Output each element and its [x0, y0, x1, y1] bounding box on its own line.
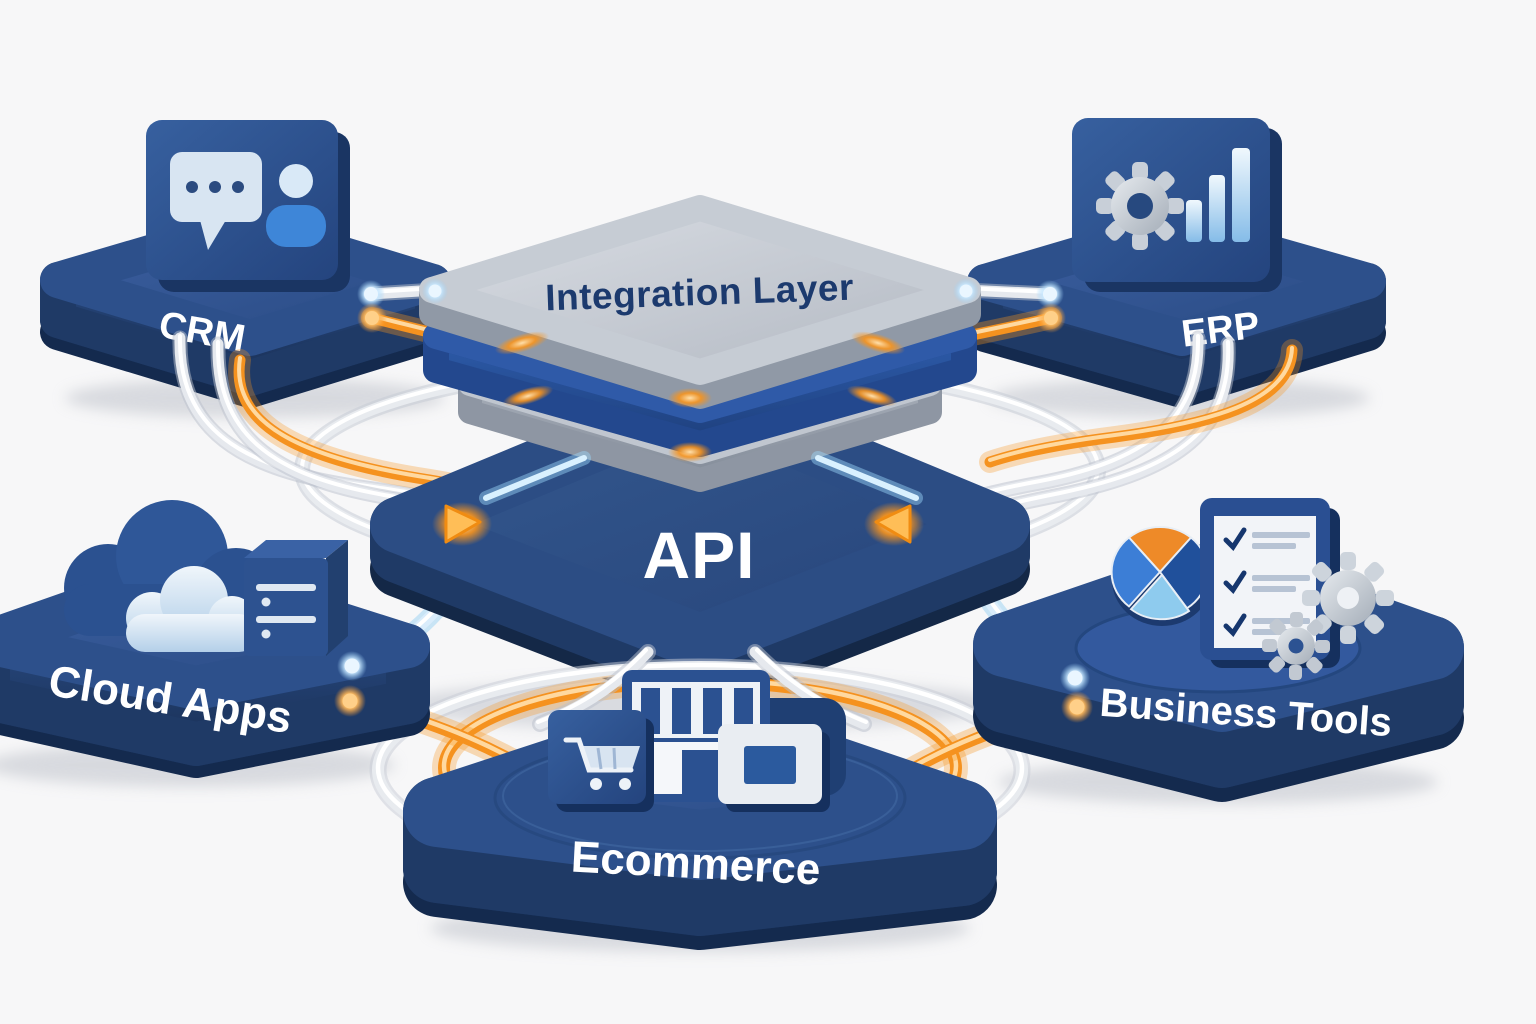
- cloud-white-port: [344, 658, 360, 674]
- crm-erp-connection-dots: [357, 280, 1066, 333]
- erp-orange-port: [1044, 311, 1058, 325]
- crm-icon-panel: [146, 120, 350, 292]
- stack-orange-glows: [494, 331, 906, 462]
- cloud-business-connection-dots: [334, 651, 1093, 723]
- left-arrow-icon: [444, 504, 482, 544]
- erp-white-port: [1043, 287, 1057, 301]
- erp-node: ERP: [967, 118, 1386, 408]
- stack-right-port: [959, 284, 973, 298]
- crm-orange-port: [365, 311, 379, 325]
- right-arrow-icon: [874, 504, 912, 544]
- cloud-apps-node: Cloud Apps: [0, 500, 430, 778]
- cloud-icon: [64, 500, 278, 652]
- bar-chart-icon: [1186, 148, 1250, 242]
- pie-slice-cyan: [1129, 573, 1191, 621]
- api-edge-glow-streaks: [479, 451, 923, 505]
- api-label: API: [642, 518, 755, 592]
- api-platform: [370, 372, 1030, 714]
- api-down-right-tube: [747, 644, 872, 732]
- erp-orange-sweep-tube: [979, 339, 1303, 473]
- api-arrow-markers: [432, 502, 924, 546]
- ecommerce-node: Ecommerce: [403, 670, 997, 950]
- gear-icon: [1096, 162, 1184, 250]
- crm-white-port: [364, 287, 378, 301]
- pie-slice-blue: [1110, 536, 1162, 608]
- server-icon: [244, 540, 348, 656]
- business-orange-port: [1069, 699, 1085, 715]
- payment-card-icon: [718, 724, 830, 812]
- shopping-cart-icon: [548, 710, 654, 812]
- stack-left-port: [428, 284, 442, 298]
- gears-icon: [1262, 552, 1394, 680]
- cloud-orange-port: [342, 693, 358, 709]
- business-white-port: [1067, 670, 1083, 686]
- person-icon: [266, 164, 326, 247]
- erp-icon-panel: [1072, 118, 1282, 292]
- integration-stack: Integration Layer API: [370, 195, 1030, 714]
- pie-chart-icon: [1110, 526, 1212, 626]
- pie-slice-orange: [1127, 526, 1193, 574]
- business-tools-node: Business Tools: [973, 498, 1464, 802]
- chat-bubble-icon: [170, 152, 262, 250]
